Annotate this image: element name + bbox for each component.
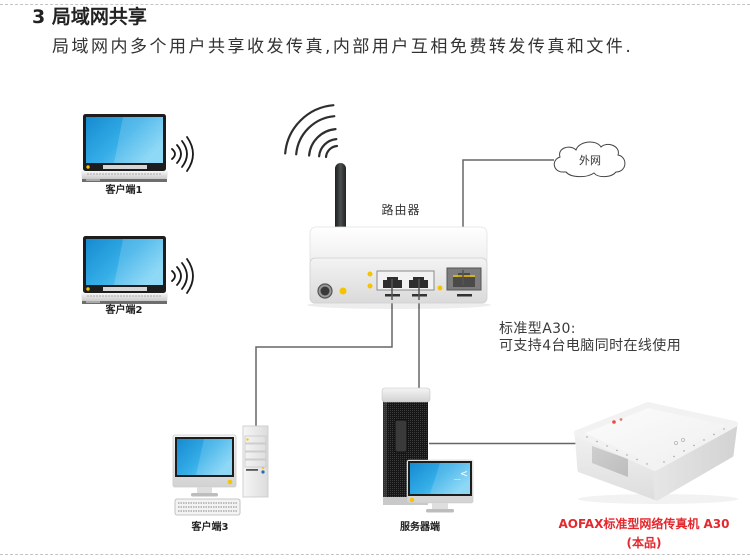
status-led (367, 283, 373, 289)
section-description: 局域网内多个用户共享收发传真,内部用户互相免费转发传真和文件. (52, 37, 634, 57)
server-monitor-screen (410, 463, 470, 494)
monitor-neck (197, 487, 212, 493)
client-1-label: 客户端1 (105, 185, 143, 196)
capacity-note-title: 标准型A30: (499, 321, 576, 337)
wan-port-label-bar (457, 294, 472, 297)
pc-led (262, 467, 264, 469)
wireless-signal-icon (171, 258, 194, 294)
laptop-chin-bar (103, 165, 147, 169)
laptop-bottom-edge (82, 179, 167, 182)
drive-led (246, 438, 249, 441)
screen-glare (114, 239, 163, 285)
pc-tower (242, 425, 269, 498)
monitor-screen (177, 439, 232, 475)
screen-glare (430, 463, 470, 494)
server-label: 服务器端 (400, 522, 440, 533)
server: _< (381, 387, 474, 513)
power-button-center (320, 286, 330, 296)
bottom-divider (0, 554, 750, 555)
cloud-icon (553, 141, 626, 178)
server-drive-handle (394, 419, 408, 453)
product-name: AOFAX标准型网络传真机 A30 (558, 517, 730, 531)
fax-top-face (574, 402, 738, 471)
keyboard (174, 498, 241, 516)
laptop-port (86, 179, 100, 181)
router-antenna (335, 163, 346, 235)
power-led (339, 287, 347, 295)
product-note: (本品) (626, 536, 662, 550)
fax-edge-dots (586, 428, 725, 465)
laptop-base (81, 293, 168, 301)
server-screen-prompt: _< (454, 467, 468, 480)
laptop-port (86, 301, 100, 303)
monitor-stand (191, 493, 218, 497)
fax-display-window (592, 446, 628, 477)
status-led (367, 271, 373, 277)
server-monitor-stand (426, 509, 454, 513)
client-2-label: 客户端2 (105, 305, 143, 316)
fax-status-led (619, 418, 623, 421)
laptop-screen (86, 117, 163, 163)
drive-bays (244, 435, 267, 468)
screen-glare (114, 117, 163, 163)
laptop-base (81, 171, 168, 179)
line-router-client-3 (255, 288, 393, 426)
client-3-label: 客户端3 (191, 522, 229, 533)
wifi-signal-icon (284, 104, 339, 159)
power-led (227, 479, 233, 485)
server-monitor-neck (432, 503, 448, 509)
fax-top-buttons (674, 437, 686, 445)
server-tower-base (383, 497, 428, 505)
laptop-screen (86, 239, 163, 285)
desktop-client-3 (172, 425, 269, 516)
server-tower-edge (383, 399, 387, 505)
fax-status-led (612, 420, 616, 424)
laptop-client-2 (81, 236, 194, 304)
power-led (409, 497, 415, 503)
section-title: 3 局域网共享 (32, 6, 147, 28)
power-button (261, 470, 265, 474)
laptop-bottom-edge (82, 301, 167, 304)
wan-led (437, 285, 443, 291)
router-label: 路由器 (381, 203, 421, 217)
router (307, 163, 491, 309)
laptop-chin-bar (103, 287, 147, 291)
power-led (86, 287, 90, 291)
port-cables (391, 270, 464, 300)
laptop-client-1 (81, 114, 194, 182)
fax-machine (574, 402, 738, 504)
capacity-note: 标准型A30: 可支持4台电脑同时在线使用 (499, 321, 681, 355)
capacity-note-detail: 可支持4台电脑同时在线使用 (499, 338, 682, 354)
screen-glare (196, 439, 232, 475)
server-tower-cap (381, 387, 431, 403)
internet-label: 外网 (579, 154, 601, 167)
power-led (86, 165, 90, 169)
top-divider (0, 4, 750, 5)
wireless-signal-icon (171, 136, 194, 172)
product-label: AOFAX标准型网络传真机 A30 (本品) (534, 515, 750, 553)
drive-slot (246, 469, 258, 471)
